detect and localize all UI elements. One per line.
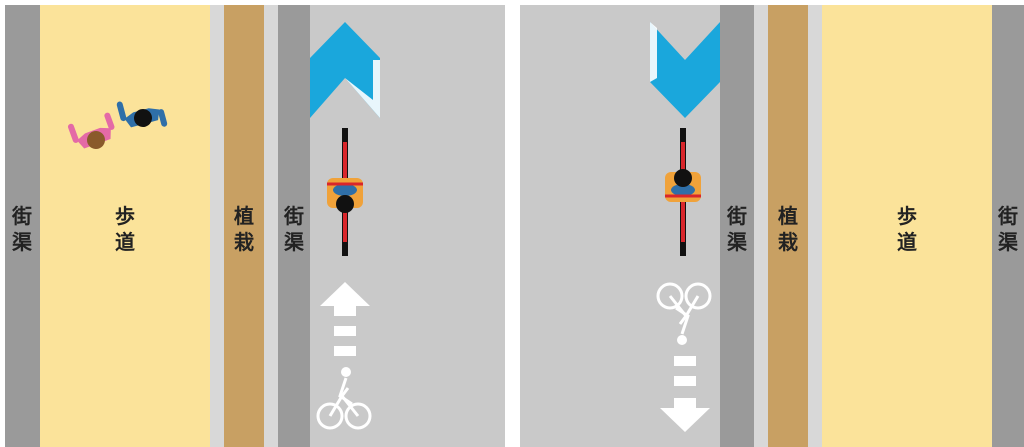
pedestrian-blue-icon [116,91,168,137]
bike-lane-up-arrow-marking [320,282,370,356]
bicycle-marking-icon [318,367,370,428]
chevron-up-arrow-icon [310,22,380,118]
bike-lane-down-arrow-marking [660,356,710,432]
cyclist-topview-icon [327,178,363,213]
chevron-down-arrow-icon [650,22,720,118]
pedestrian-pink-icon [67,110,120,156]
cyclist-topview-icon-right [665,169,701,202]
bicycle-marking-inverted-icon [658,284,710,345]
